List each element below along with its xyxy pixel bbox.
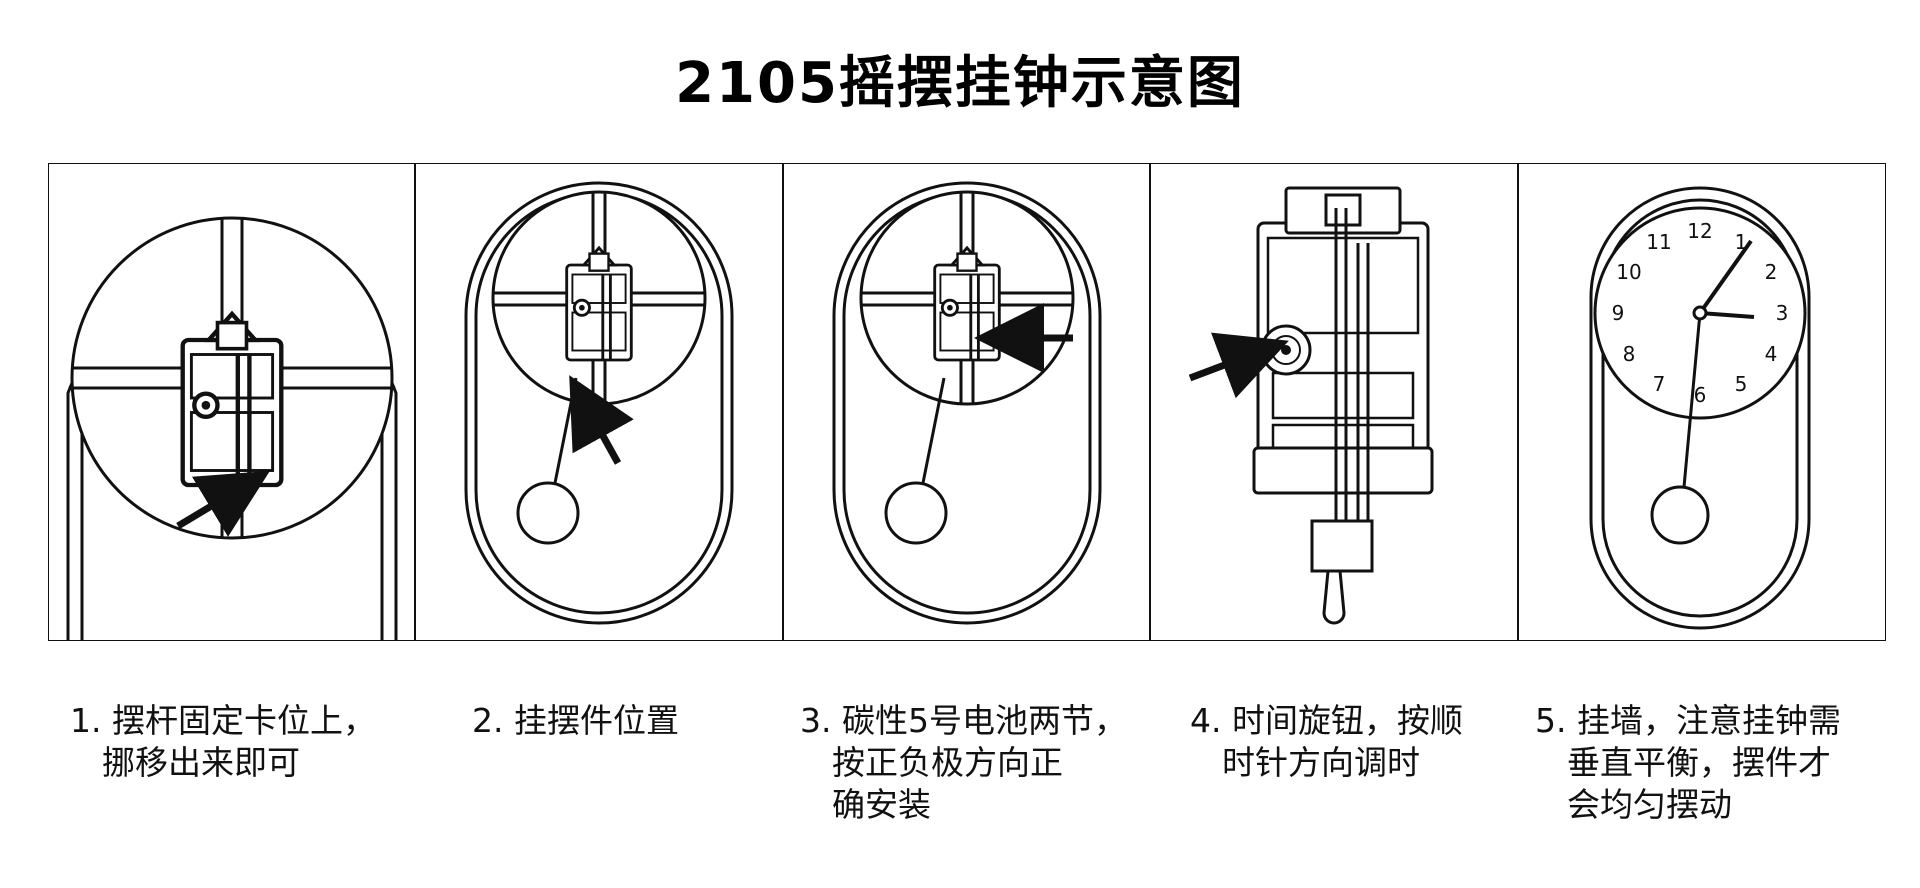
step-3-line-2: 按正负极方向正 bbox=[832, 743, 1063, 782]
minute-hand bbox=[1698, 239, 1753, 315]
clock-numeral: 4 bbox=[1765, 342, 1778, 366]
clock-numeral: 7 bbox=[1653, 372, 1666, 396]
step-number: 4. bbox=[1190, 701, 1232, 740]
step-1-line-2: 挪移出来即可 bbox=[102, 743, 300, 782]
diagram-title: 2105摇摆挂钟示意图 bbox=[675, 51, 1245, 116]
clock-numeral: 12 bbox=[1687, 219, 1712, 243]
pendulum-icon bbox=[884, 481, 948, 545]
step-number: 1. bbox=[70, 701, 112, 740]
step-2-text: 2. 挂摆件位置 bbox=[472, 700, 679, 742]
clock-numeral: 10 bbox=[1616, 260, 1641, 284]
step-number: 3. bbox=[800, 701, 842, 740]
panel-2-illustration bbox=[464, 181, 734, 625]
clock-numeral: 5 bbox=[1735, 372, 1748, 396]
step-text: 碳性5号电池两节， bbox=[841, 701, 1127, 740]
panel-3-illustration bbox=[832, 181, 1102, 625]
pendulum-icon bbox=[1650, 485, 1710, 545]
step-2-line-1: 2. 挂摆件位置 bbox=[472, 700, 679, 742]
panel-4-illustration bbox=[1188, 186, 1434, 625]
step-4-text: 4. 时间旋钮，按顺时针方向调时 bbox=[1190, 700, 1463, 784]
step-1-line-1: 1. 摆杆固定卡位上， bbox=[70, 700, 376, 742]
clock-numeral: 9 bbox=[1612, 301, 1625, 325]
step-text: 时间旋钮，按顺 bbox=[1231, 701, 1463, 740]
pendulum-icon bbox=[516, 481, 580, 545]
step-4-line-1: 4. 时间旋钮，按顺 bbox=[1190, 700, 1463, 742]
step-5-line-1: 5. 挂墙，注意挂钟需 bbox=[1535, 700, 1841, 742]
step-3-text: 3. 碳性5号电池两节，按正负极方向正确安装 bbox=[800, 700, 1127, 826]
step-text: 挂墙，注意挂钟需 bbox=[1576, 701, 1841, 740]
step-number: 5. bbox=[1535, 701, 1577, 740]
clock-numeral: 2 bbox=[1765, 260, 1778, 284]
step-5-line-2: 垂直平衡，摆件才 bbox=[1567, 743, 1831, 782]
clock-numeral: 6 bbox=[1694, 383, 1707, 407]
clock-numeral: 3 bbox=[1776, 301, 1789, 325]
step-5-text: 5. 挂墙，注意挂钟需垂直平衡，摆件才会均匀摆动 bbox=[1535, 700, 1841, 826]
arrow-icon bbox=[569, 375, 634, 465]
clock-numeral: 11 bbox=[1646, 230, 1671, 254]
step-text: 挂摆件位置 bbox=[513, 701, 679, 740]
step-3-line-3: 确安装 bbox=[832, 785, 931, 824]
step-number: 2. bbox=[472, 701, 514, 740]
arrow-icon bbox=[1188, 332, 1289, 399]
step-3-line-1: 3. 碳性5号电池两节， bbox=[800, 700, 1127, 742]
step-5-line-3: 会均匀摆动 bbox=[1567, 785, 1732, 824]
panel-1-illustration bbox=[66, 216, 398, 641]
hour-hand bbox=[1699, 311, 1755, 319]
clock-numeral: 8 bbox=[1623, 342, 1636, 366]
arrow-icon bbox=[176, 470, 271, 537]
step-1-text: 1. 摆杆固定卡位上，挪移出来即可 bbox=[70, 700, 376, 784]
step-text: 摆杆固定卡位上， bbox=[111, 701, 376, 740]
clock-numeral: 1 bbox=[1735, 230, 1748, 254]
step-4-line-2: 时针方向调时 bbox=[1222, 743, 1420, 782]
